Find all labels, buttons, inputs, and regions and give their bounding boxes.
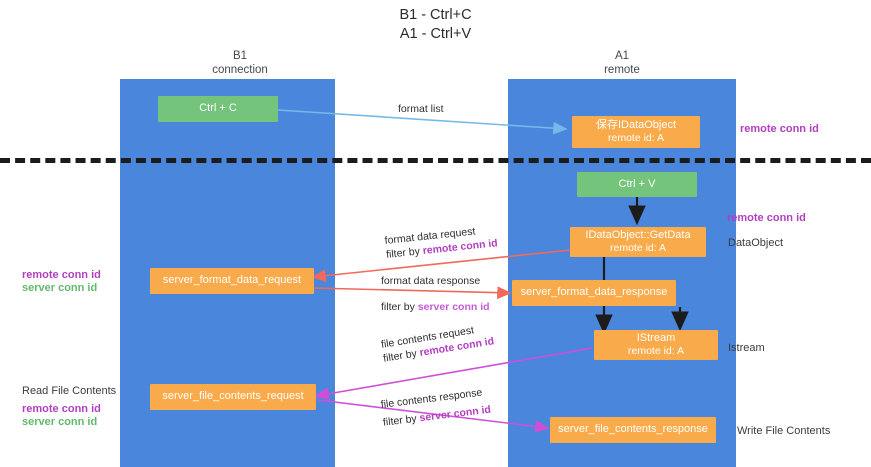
- filter-prefix: filter by: [381, 301, 418, 313]
- node-ctrl-v[interactable]: Ctrl + V: [577, 172, 697, 197]
- lane-header-a1: A1 remote: [508, 49, 736, 77]
- node-ctrl-c[interactable]: Ctrl + C: [158, 96, 278, 122]
- diagram-title: B1 - Ctrl+C A1 - Ctrl+V: [0, 6, 871, 44]
- filter-key-server-conn-id: server conn id: [418, 403, 492, 425]
- node-save-idataobject[interactable]: 保存IDataObject remote id: A: [572, 116, 700, 148]
- edge-label-format-data-response-filter: filter by server conn id: [381, 300, 490, 314]
- node-istream[interactable]: IStream remote id: A: [594, 330, 718, 360]
- node-server-format-data-response-label: server_format_data_response: [520, 286, 668, 299]
- node-save-idataobject-line1: 保存IDataObject: [595, 118, 677, 131]
- lane-header-b1: B1 connection: [148, 49, 332, 77]
- filter-prefix: filter by: [382, 412, 421, 429]
- node-server-format-data-request[interactable]: server_format_data_request: [150, 268, 314, 294]
- node-server-file-contents-response-label: server_file_contents_response: [558, 423, 708, 436]
- edge-label-file-contents-response: file contents response filter by server …: [380, 385, 492, 430]
- filter-key-server-conn-id: server conn id: [417, 301, 490, 313]
- annotation-left-server-conn-id: server conn id: [22, 282, 98, 294]
- annotation-left-remote-conn-id: remote conn id: [22, 269, 101, 281]
- node-server-file-contents-response[interactable]: server_file_contents_response: [550, 417, 716, 443]
- title-line-2: A1 - Ctrl+V: [399, 26, 472, 42]
- edge-label-format-data-response-line1: format data response: [381, 275, 481, 287]
- annotation-left-remote-conn-id-2: remote conn id: [22, 403, 101, 415]
- node-server-format-data-response[interactable]: server_format_data_response: [512, 280, 676, 306]
- node-istream-line1: IStream: [636, 331, 676, 344]
- annotation-istream: Istream: [728, 342, 765, 354]
- annotation-left-server-conn-id-2: server conn id: [22, 416, 98, 428]
- lane-a1-name: A1: [614, 50, 630, 62]
- node-getdata-line1: IDataObject::GetData: [585, 228, 691, 241]
- lane-a1-role: remote: [604, 64, 640, 76]
- title-line-1: B1 - Ctrl+C: [399, 7, 472, 23]
- edge-label-file-contents-request: file contents request filter by remote c…: [380, 320, 495, 365]
- annotation-write-file-contents: Write File Contents: [737, 425, 831, 437]
- annotation-remote-conn-id-mid: remote conn id: [727, 212, 806, 224]
- lane-b1-role: connection: [212, 64, 268, 76]
- edge-label-format-data-response: format data response filter by server co…: [381, 274, 490, 314]
- lane-b1-name: B1: [232, 50, 248, 62]
- edge-label-format-list: format list: [398, 103, 444, 115]
- node-getdata[interactable]: IDataObject::GetData remote id: A: [570, 227, 706, 257]
- node-getdata-line2: remote id: A: [609, 242, 667, 254]
- annotation-remote-conn-id-top: remote conn id: [740, 123, 819, 135]
- annotation-dataobject: DataObject: [728, 237, 784, 249]
- node-ctrl-c-label: Ctrl + C: [199, 102, 237, 115]
- phase-separator: [0, 158, 871, 163]
- node-server-file-contents-request-label: server_file_contents_request: [162, 390, 304, 403]
- node-ctrl-v-label: Ctrl + V: [618, 177, 656, 190]
- edge-label-format-data-request: format data request filter by remote con…: [384, 222, 498, 262]
- node-istream-line2: remote id: A: [627, 345, 685, 357]
- node-server-file-contents-request[interactable]: server_file_contents_request: [150, 384, 316, 410]
- annotation-read-file-contents: Read File Contents: [22, 385, 117, 397]
- node-server-format-data-request-label: server_format_data_request: [162, 274, 302, 287]
- node-save-idataobject-line2: remote id: A: [607, 132, 665, 144]
- filter-prefix: filter by: [385, 245, 424, 261]
